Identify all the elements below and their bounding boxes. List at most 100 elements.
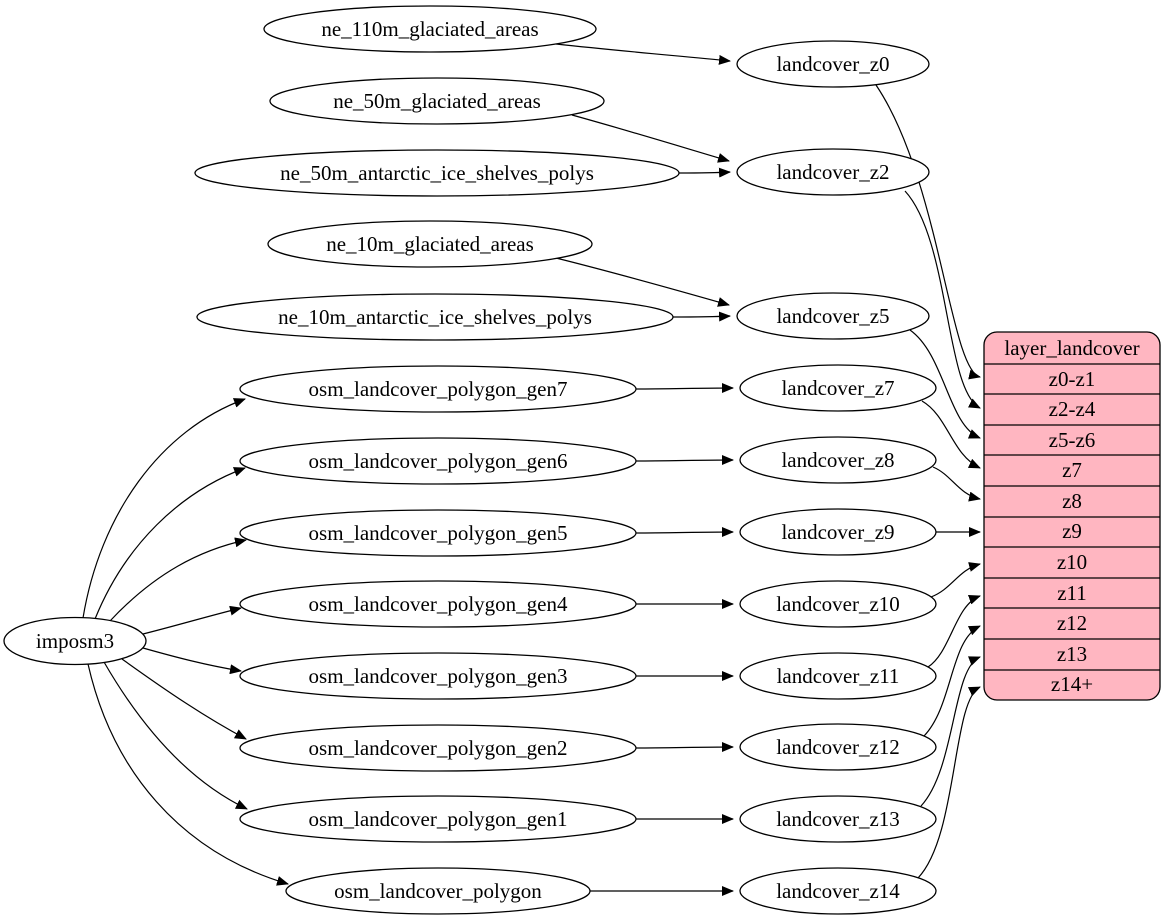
- node-label: osm_landcover_polygon_gen6: [309, 449, 568, 473]
- node-label: ne_50m_glaciated_areas: [333, 89, 541, 113]
- node-landcover_z2: landcover_z2: [736, 148, 930, 196]
- node-landcover_z0: landcover_z0: [736, 40, 930, 88]
- node-osm_landcover_polygon_gen6: osm_landcover_polygon_gen6: [239, 437, 637, 485]
- record-row-z5-z6: z5-z6: [1049, 428, 1096, 452]
- record-row-z12: z12: [1057, 611, 1087, 635]
- node-ellipse: [739, 508, 937, 556]
- edge-imposm3--osm_landcover_polygon: [87, 663, 289, 886]
- node-ne_110m_glaciated_areas: ne_110m_glaciated_areas: [263, 5, 597, 53]
- node-landcover_z9: landcover_z9: [739, 508, 937, 556]
- node-ellipse: [739, 723, 937, 771]
- node-ne_10m_antarctic_ice_shelves_polys: ne_10m_antarctic_ice_shelves_polys: [196, 293, 674, 341]
- edges-layer: [82, 43, 981, 896]
- edge-osm_landcover_polygon_gen7--landcover_z7: [635, 383, 734, 394]
- node-label: osm_landcover_polygon_gen4: [309, 592, 568, 616]
- edge-imposm3--osm_landcover_polygon_gen6: [94, 467, 246, 620]
- node-label: osm_landcover_polygon_gen3: [309, 664, 568, 688]
- node-ne_50m_antarctic_ice_shelves_polys: ne_50m_antarctic_ice_shelves_polys: [194, 149, 680, 197]
- node-ellipse: [3, 616, 147, 666]
- edge-landcover_z11--row-z11: [927, 595, 981, 668]
- node-label: ne_50m_antarctic_ice_shelves_polys: [280, 161, 594, 185]
- node-ellipse: [239, 365, 637, 413]
- node-ellipse: [736, 148, 930, 196]
- node-osm_landcover_polygon_gen1: osm_landcover_polygon_gen1: [239, 795, 637, 843]
- node-landcover_z13: landcover_z13: [739, 795, 937, 843]
- edge-imposm3--osm_landcover_polygon_gen1: [103, 661, 248, 810]
- node-ellipse: [285, 867, 591, 915]
- node-label: landcover_z0: [776, 52, 889, 76]
- edge-imposm3--osm_landcover_polygon_gen3: [142, 647, 242, 675]
- record-row-z11: z11: [1057, 581, 1087, 605]
- node-ellipse: [267, 220, 593, 268]
- node-ne_50m_glaciated_areas: ne_50m_glaciated_areas: [269, 77, 605, 125]
- node-ellipse: [263, 5, 597, 53]
- node-ellipse: [739, 580, 937, 628]
- node-imposm3: imposm3: [3, 616, 147, 666]
- node-label: osm_landcover_polygon: [334, 879, 542, 903]
- node-landcover_z8: landcover_z8: [739, 436, 937, 484]
- edge-landcover_z12--row-z12: [923, 625, 981, 737]
- edge-osm_landcover_polygon_gen6--landcover_z8: [635, 455, 734, 466]
- node-label: landcover_z11: [777, 664, 900, 688]
- node-label: landcover_z12: [776, 735, 900, 759]
- edge-landcover_z14--row-z14: [917, 686, 981, 879]
- edge-landcover_z10--row-z10: [930, 562, 981, 598]
- edge-landcover_z2--row-z2-z4: [904, 190, 981, 409]
- edge-imposm3--osm_landcover_polygon_gen5: [109, 537, 247, 622]
- node-ellipse: [739, 795, 937, 843]
- node-label: landcover_z2: [776, 160, 889, 184]
- record-row-z13: z13: [1057, 642, 1087, 666]
- node-label: ne_10m_antarctic_ice_shelves_polys: [278, 305, 592, 329]
- record-row-z8: z8: [1062, 489, 1082, 513]
- edge-osm_landcover_polygon_gen2--landcover_z12: [635, 742, 734, 753]
- edge-landcover_z13--row-z13: [920, 656, 981, 807]
- edge-landcover_z7--row-z7: [921, 400, 981, 469]
- record-title: layer_landcover: [1004, 336, 1139, 360]
- node-ellipse: [239, 724, 637, 772]
- node-ellipse: [239, 652, 637, 700]
- node-ellipse: [239, 580, 637, 628]
- record-row-z14plus: z14+: [1051, 672, 1093, 696]
- node-ellipse: [736, 40, 930, 88]
- edge-osm_landcover_polygon_gen5--landcover_z9: [635, 527, 734, 538]
- node-ellipse: [739, 652, 937, 700]
- nodes-layer: imposm3 ne_110m_glaciated_areas ne_50m_g…: [3, 5, 937, 915]
- record-row-z2-z4: z2-z4: [1049, 397, 1096, 421]
- node-landcover_z7: landcover_z7: [739, 364, 937, 412]
- node-ne_10m_glaciated_areas: ne_10m_glaciated_areas: [267, 220, 593, 268]
- record-row-z7: z7: [1062, 458, 1082, 482]
- edge-ne_50m_antarctic_ice_shelves_polys--landcover_z2: [678, 167, 731, 178]
- node-landcover_z12: landcover_z12: [739, 723, 937, 771]
- node-osm_landcover_polygon_gen3: osm_landcover_polygon_gen3: [239, 652, 637, 700]
- node-label: landcover_z8: [781, 448, 894, 472]
- node-label: landcover_z7: [781, 376, 894, 400]
- node-landcover_z5: landcover_z5: [736, 292, 930, 340]
- node-landcover_z10: landcover_z10: [739, 580, 937, 628]
- node-osm_landcover_polygon_gen4: osm_landcover_polygon_gen4: [239, 580, 637, 628]
- edge-imposm3--osm_landcover_polygon_gen4: [142, 605, 242, 635]
- record-row-z9: z9: [1062, 519, 1082, 543]
- node-ellipse: [239, 509, 637, 557]
- node-ellipse: [739, 867, 937, 915]
- node-ellipse: [196, 293, 674, 341]
- node-ellipse: [739, 364, 937, 412]
- record-row-z0-z1: z0-z1: [1049, 367, 1096, 391]
- node-ellipse: [736, 292, 930, 340]
- edge-landcover_z5--row-z5-z6: [909, 329, 981, 439]
- edge-imposm3--osm_landcover_polygon_gen2: [121, 658, 247, 740]
- node-landcover_z14: landcover_z14: [739, 867, 937, 915]
- node-label: osm_landcover_polygon_gen1: [309, 807, 568, 831]
- node-label: osm_landcover_polygon_gen7: [309, 377, 568, 401]
- node-ellipse: [239, 795, 637, 843]
- node-label: landcover_z13: [776, 807, 900, 831]
- node-landcover_z11: landcover_z11: [739, 652, 937, 700]
- record-layer_landcover: layer_landcover z0-z1 z2-z4 z5-z6 z7 z8 …: [983, 331, 1161, 701]
- node-label: landcover_z14: [776, 879, 900, 903]
- record-row-z10: z10: [1057, 550, 1087, 574]
- edge-landcover_z0--row-z0-z1: [875, 84, 981, 380]
- node-osm_landcover_polygon_gen5: osm_landcover_polygon_gen5: [239, 509, 637, 557]
- node-label: osm_landcover_polygon_gen2: [309, 736, 568, 760]
- node-ellipse: [739, 436, 937, 484]
- edge-ne_10m_glaciated_areas--landcover_z5: [555, 257, 730, 307]
